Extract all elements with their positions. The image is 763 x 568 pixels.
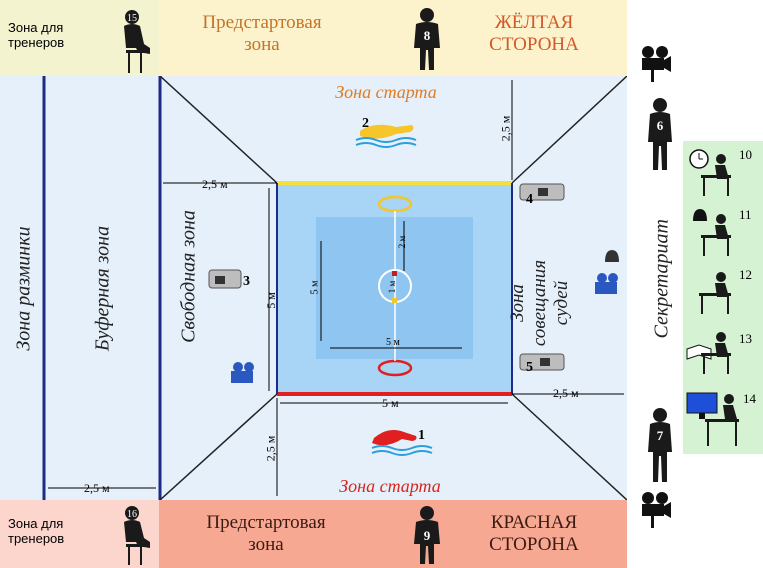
bell-secretariat-icon <box>693 209 707 221</box>
camera-top-right-icon <box>642 46 671 82</box>
dimension-pool-height: 5 м <box>263 292 278 309</box>
secretariat-panel: 10 11 12 13 14 <box>683 141 763 454</box>
dimension-lane-1m: 1 м <box>387 280 398 294</box>
prestart-label-top: Предстартовая зона <box>202 12 322 55</box>
buffer-zone-label: Буферная зона <box>91 225 114 352</box>
dimension-left-margin: 2,5 м <box>202 177 228 191</box>
coach-zone-label-top: Зона для тренеров <box>8 20 65 50</box>
start-zone-top-label: Зона старта <box>335 82 437 102</box>
prestart-label-bottom: Предстартовая зона <box>206 512 326 555</box>
top-prestart-zone: Предстартовая зона 8 ЖЁЛТАЯ СТОРОНА <box>159 0 627 76</box>
official-bottom-silhouette-icon: 9 <box>414 506 440 564</box>
bell-icon <box>605 250 619 262</box>
field-diagram <box>42 76 627 500</box>
coach-silhouette-icon: 15 <box>124 10 150 73</box>
secretariat-label: Секретариат <box>650 219 673 339</box>
dimension-bottom-margin: 2,5 м <box>263 435 278 462</box>
start-zone-bottom-label: Зона старта <box>339 476 441 496</box>
free-zone-label: Свободная зона <box>177 210 200 343</box>
book-icon <box>686 344 712 360</box>
dimension-inner-width: 5 м <box>386 337 400 348</box>
judge-left-number: 3 <box>243 274 250 289</box>
camera-left-icon <box>231 362 254 383</box>
judges-zone-label: Зона совещания судей <box>507 259 572 347</box>
top-left-coach-zone: Зона для тренеров 15 <box>0 0 159 76</box>
secretariat-item-10: 10 <box>739 147 752 162</box>
judge-top-right-icon <box>519 183 565 201</box>
monitor-icon <box>686 392 718 419</box>
secretariat-item-11: 11 <box>739 207 752 222</box>
official-right-top-silhouette-icon: 6 <box>648 98 672 170</box>
coach-number-bottom: 16 <box>127 509 137 520</box>
secretariat-item-14: 14 <box>743 391 756 406</box>
dimension-inner-height: 5 м <box>309 280 321 295</box>
official-silhouette-icon: 8 <box>414 8 440 70</box>
swimmer-top-icon <box>355 124 417 148</box>
side-label-yellow: ЖЁЛТАЯ СТОРОНА <box>489 12 579 55</box>
official-bottom-number: 9 <box>424 528 431 543</box>
dimension-lane-2m: 2 м <box>397 235 408 249</box>
swimmer-top-number: 2 <box>362 116 369 131</box>
official-right-top-number: 6 <box>657 118 664 133</box>
judge-left-icon <box>208 269 242 289</box>
dimension-buffer-width: 2,5 м <box>84 481 110 495</box>
bottom-left-coach-zone: Зона для тренеров 16 <box>0 500 159 568</box>
secretariat-item-13: 13 <box>739 331 752 346</box>
camera-right-icon <box>595 273 618 294</box>
dimension-right-margin: 2,5 м <box>553 386 579 400</box>
judge-bottom-right-icon <box>519 353 565 371</box>
coach-zone-label-bottom: Зона для тренеров <box>8 516 65 546</box>
judge-top-right-number: 4 <box>526 192 533 207</box>
secretariat-item-12: 12 <box>739 267 752 282</box>
swimmer-bottom-number: 1 <box>418 428 425 443</box>
camera-bottom-right-icon <box>642 492 671 528</box>
bottom-prestart-zone: Предстартовая зона 9 КРАСНАЯ СТОРОНА <box>159 500 627 568</box>
secretariat-figures <box>686 149 739 446</box>
dimension-pool-width: 5 м <box>382 396 399 410</box>
official-right-bottom-number: 7 <box>657 428 664 443</box>
coach-number: 15 <box>127 13 137 24</box>
swimmer-bottom-icon <box>371 430 433 456</box>
judge-bottom-right-number: 5 <box>526 360 533 375</box>
coach-silhouette-bottom-icon: 16 <box>124 506 150 565</box>
warmup-zone-label: Зона разминки <box>12 226 35 351</box>
official-number: 8 <box>424 28 431 43</box>
clock-icon <box>689 149 709 169</box>
dimension-top-margin: 2,5 м <box>498 115 513 142</box>
official-right-bottom-silhouette-icon: 7 <box>648 408 672 482</box>
side-label-red: КРАСНАЯ СТОРОНА <box>489 512 579 555</box>
